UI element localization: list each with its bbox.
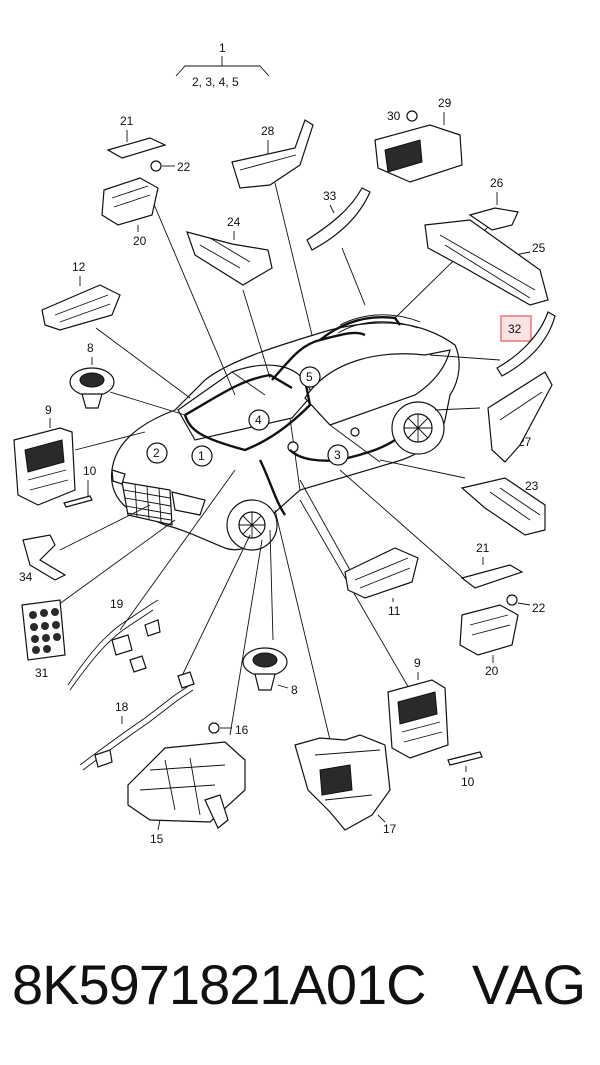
part-25: 25	[424, 219, 549, 306]
header-group-items: 2, 3, 4, 5	[192, 75, 239, 89]
harness-circle-5: 5	[299, 366, 321, 388]
part-9-left: 9	[13, 403, 76, 506]
callout-16: 16	[235, 723, 249, 737]
part-29: 29	[374, 96, 463, 183]
callout-10-left: 10	[83, 464, 97, 478]
part-21-top: 21	[106, 114, 167, 159]
harness-label-5: 5	[306, 370, 313, 384]
part-20-right: 20	[459, 604, 519, 678]
part-18: 18	[79, 671, 195, 771]
part-26: 26	[468, 176, 519, 231]
callout-20-right: 20	[485, 664, 499, 678]
harness-label-4: 4	[255, 413, 262, 427]
harness-label-2: 2	[153, 446, 160, 460]
part-28: 28	[231, 119, 314, 189]
callout-30: 30	[387, 109, 401, 123]
part-11: 11	[344, 547, 419, 618]
callout-34: 34	[19, 570, 33, 584]
part-30: 30	[387, 109, 418, 123]
harness-label-3: 3	[334, 448, 341, 462]
part-33: 33	[306, 187, 371, 251]
callout-28: 28	[261, 124, 275, 138]
wiring-harness-diagram: 1 2, 3, 4, 5	[13, 41, 556, 846]
harness-routing	[183, 316, 401, 516]
callout-25: 25	[532, 241, 546, 255]
callout-8-lower: 8	[291, 683, 298, 697]
part-10-right: 10	[447, 751, 483, 789]
callout-18: 18	[115, 700, 129, 714]
brand-label: VAG	[471, 953, 586, 1016]
callout-8-upper: 8	[87, 341, 94, 355]
harness-circle-4: 4	[248, 409, 270, 431]
callout-24: 24	[227, 215, 241, 229]
callout-23: 23	[525, 479, 539, 493]
part-22-right: 22	[506, 594, 546, 615]
callout-26: 26	[490, 176, 504, 190]
callout-33: 33	[323, 189, 337, 203]
header-group: 1 2, 3, 4, 5	[175, 41, 270, 89]
part-21-right: 21	[460, 541, 524, 589]
callout-21-right: 21	[476, 541, 490, 555]
callout-19: 19	[110, 597, 124, 611]
part-19: 19	[67, 597, 161, 691]
part-16: 16	[208, 722, 249, 737]
callout-29: 29	[438, 96, 452, 110]
part-23: 23	[460, 477, 546, 536]
part-8-lower: 8	[242, 647, 298, 697]
callout-22-right: 22	[532, 601, 546, 615]
part-12: 12	[41, 260, 121, 331]
part-15: 15	[127, 741, 246, 846]
header-group-label: 1	[219, 41, 226, 55]
callout-11: 11	[388, 604, 401, 618]
callout-20-top: 20	[133, 234, 147, 248]
harness-circle-2: 2	[146, 442, 168, 464]
part-9-right: 9	[387, 656, 449, 759]
harness-circle-3: 3	[327, 444, 349, 466]
part-17: 17	[294, 734, 397, 836]
callout-31: 31	[35, 666, 49, 680]
callout-21-top: 21	[120, 114, 134, 128]
callout-22-top: 22	[177, 160, 191, 174]
highlight-box-32	[500, 315, 532, 342]
part-31: 31	[21, 599, 66, 680]
callout-15: 15	[150, 832, 164, 846]
part-8-upper: 8	[69, 341, 115, 409]
callout-17: 17	[383, 822, 397, 836]
part-32-highlighted: 32	[496, 311, 556, 377]
callout-9-left: 9	[45, 403, 52, 417]
part-number: 8K5971821A01C	[12, 953, 427, 1016]
part-24: 24	[186, 215, 273, 286]
part-20-top: 20	[101, 177, 159, 248]
harness-circle-1: 1	[191, 445, 213, 467]
callout-10-right: 10	[461, 775, 475, 789]
harness-label-1: 1	[198, 449, 205, 463]
part-34: 34	[19, 534, 67, 584]
footer: 8K5971821A01C VAG	[0, 950, 600, 1020]
car-body	[110, 314, 460, 551]
part-27: 27	[487, 371, 553, 463]
callout-32: 32	[508, 322, 522, 336]
part-10-left: 10	[63, 464, 97, 508]
callout-12: 12	[72, 260, 86, 274]
part-22-top: 22	[150, 160, 191, 174]
callout-9-right: 9	[414, 656, 421, 670]
